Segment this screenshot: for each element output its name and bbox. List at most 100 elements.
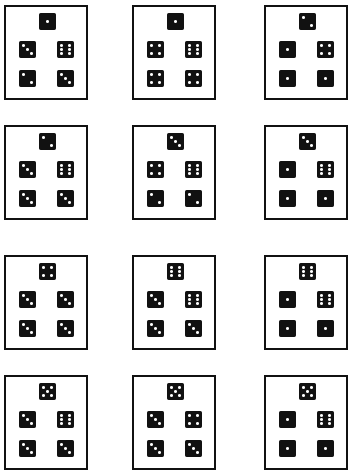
- die-face-1: [279, 161, 296, 178]
- pip: [324, 77, 327, 80]
- pip: [50, 386, 53, 389]
- die-face-3: [57, 70, 74, 87]
- pip: [188, 48, 191, 51]
- pip: [310, 270, 313, 273]
- pip: [188, 81, 191, 84]
- pip: [68, 422, 71, 425]
- pip: [196, 414, 199, 417]
- die-face-1: [279, 320, 296, 337]
- die-face-3: [57, 320, 74, 337]
- pip: [150, 73, 153, 76]
- pip: [170, 386, 173, 389]
- pip: [196, 331, 199, 334]
- die-face-1: [279, 70, 296, 87]
- pip: [22, 414, 25, 417]
- pip: [158, 422, 161, 425]
- pip: [30, 451, 33, 454]
- die-face-1: [317, 320, 334, 337]
- pip: [60, 193, 63, 196]
- pip: [196, 172, 199, 175]
- pip: [174, 390, 177, 393]
- pip: [196, 302, 199, 305]
- pip: [196, 52, 199, 55]
- die-face-1: [279, 291, 296, 308]
- die-face-1: [39, 13, 56, 30]
- pip: [320, 422, 323, 425]
- pip: [178, 386, 181, 389]
- pip: [158, 451, 161, 454]
- pip: [320, 172, 323, 175]
- pip: [324, 197, 327, 200]
- die-face-1: [279, 41, 296, 58]
- pip: [286, 298, 289, 301]
- pip: [170, 270, 173, 273]
- pip: [50, 274, 53, 277]
- pip: [150, 193, 153, 196]
- pip: [328, 164, 331, 167]
- die-face-3: [57, 440, 74, 457]
- pip: [68, 48, 71, 51]
- pip: [188, 193, 191, 196]
- pip: [68, 414, 71, 417]
- pip: [60, 414, 63, 417]
- dice-card: [132, 375, 216, 470]
- pip: [286, 447, 289, 450]
- pip: [158, 81, 161, 84]
- pip: [302, 270, 305, 273]
- pip: [68, 81, 71, 84]
- die-face-3: [19, 291, 36, 308]
- pip: [174, 140, 177, 143]
- pip: [154, 418, 157, 421]
- pip: [60, 48, 63, 51]
- pip: [328, 302, 331, 305]
- pip: [26, 418, 29, 421]
- pip: [158, 331, 161, 334]
- die-face-1: [317, 440, 334, 457]
- pip: [328, 294, 331, 297]
- pip: [60, 323, 63, 326]
- die-face-6: [185, 291, 202, 308]
- pip: [286, 77, 289, 80]
- pip: [158, 73, 161, 76]
- die-face-2: [147, 190, 164, 207]
- pip: [286, 327, 289, 330]
- pip: [30, 172, 33, 175]
- pip: [68, 52, 71, 55]
- pip: [196, 298, 199, 301]
- pip: [196, 73, 199, 76]
- die-face-3: [147, 320, 164, 337]
- pip: [196, 294, 199, 297]
- die-face-1: [317, 190, 334, 207]
- pip: [286, 197, 289, 200]
- pip: [64, 327, 67, 330]
- pip: [302, 394, 305, 397]
- pip: [22, 443, 25, 446]
- pip: [46, 390, 49, 393]
- pip: [42, 266, 45, 269]
- pip: [188, 52, 191, 55]
- die-face-6: [57, 411, 74, 428]
- pip: [30, 201, 33, 204]
- pip: [320, 164, 323, 167]
- pip: [22, 73, 25, 76]
- pip: [68, 168, 71, 171]
- pip: [328, 44, 331, 47]
- pip: [310, 274, 313, 277]
- dice-card: [264, 255, 348, 350]
- pip: [154, 298, 157, 301]
- pip: [150, 294, 153, 297]
- pip: [188, 172, 191, 175]
- dice-card: [264, 375, 348, 470]
- pip: [22, 164, 25, 167]
- die-face-4: [39, 263, 56, 280]
- pip: [196, 201, 199, 204]
- pip: [306, 390, 309, 393]
- pip: [328, 172, 331, 175]
- pip: [320, 302, 323, 305]
- pip: [196, 44, 199, 47]
- pip: [158, 302, 161, 305]
- pip: [68, 418, 71, 421]
- pip: [50, 266, 53, 269]
- pip: [158, 172, 161, 175]
- die-face-3: [19, 320, 36, 337]
